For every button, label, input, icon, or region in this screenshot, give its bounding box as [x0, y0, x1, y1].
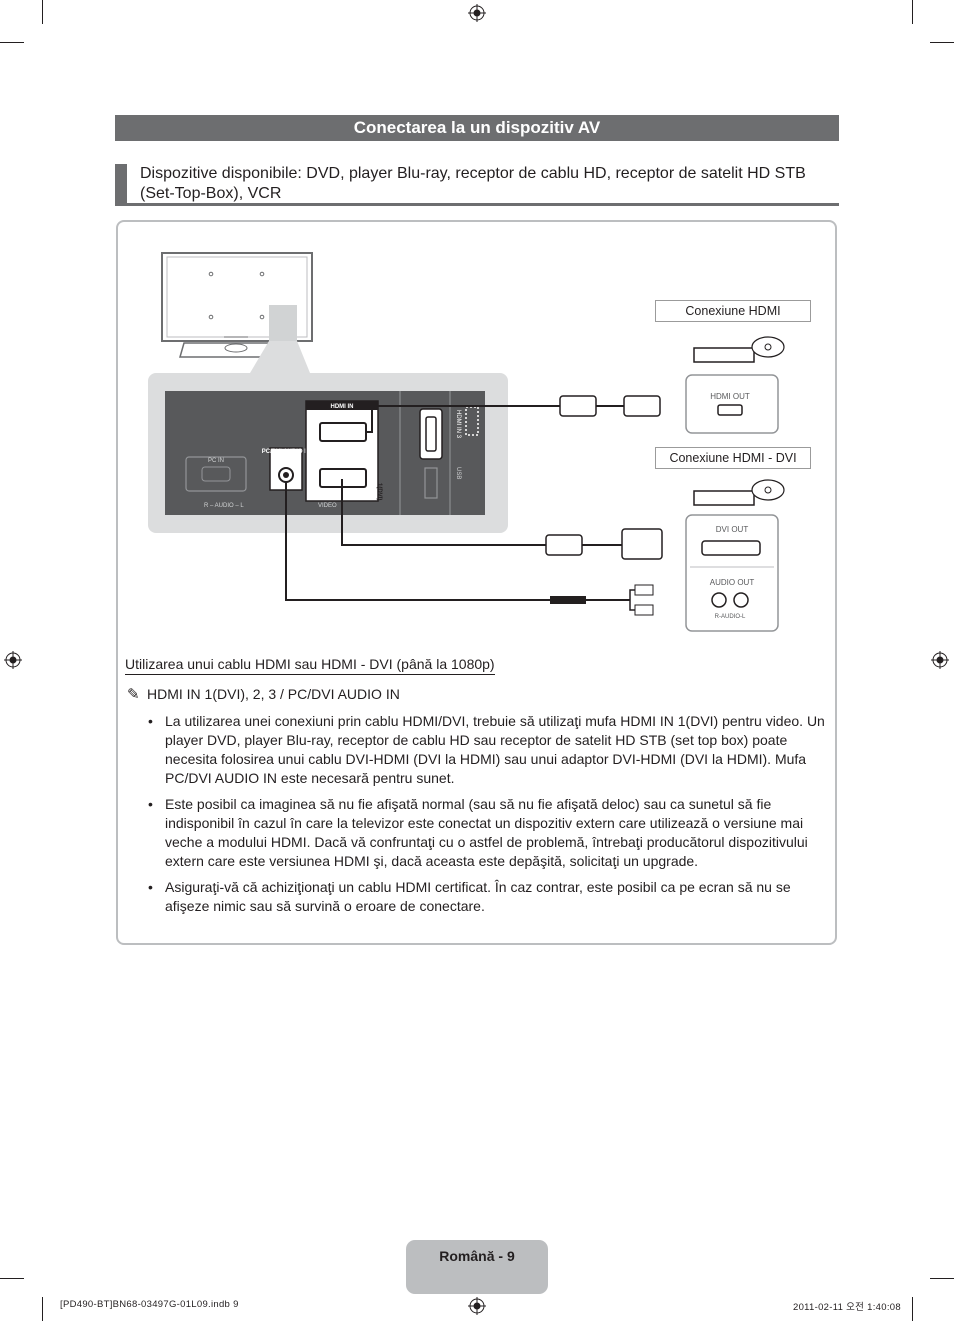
note-text: HDMI IN 1(DVI), 2, 3 / PC/DVI AUDIO IN	[147, 686, 400, 702]
bullet-text: La utilizarea unei conexiuni prin cablu …	[165, 713, 621, 729]
diagram-shape	[208, 271, 214, 277]
crop-mark	[42, 0, 43, 24]
crop-mark	[0, 1278, 24, 1279]
page-label: Română - 9	[439, 1248, 515, 1264]
pencil-note-icon: ✎	[127, 686, 140, 703]
diagram-shape	[685, 514, 779, 632]
crop-mark	[42, 1297, 43, 1321]
pc-in-label: PC IN	[208, 458, 224, 464]
available-devices-heading: Dispozitive disponibile: DVD, player Blu…	[115, 164, 839, 206]
bullet-icon: •	[148, 796, 153, 812]
usage-title: Utilizarea unui cablu HDMI sau HDMI - DV…	[125, 655, 495, 675]
registration-mark-icon	[931, 651, 949, 669]
crop-mark	[912, 0, 913, 24]
diagram-shape	[764, 343, 772, 351]
bullet-icon: •	[148, 713, 153, 729]
diagram-shape	[711, 592, 727, 608]
connection-diagram: PC IN R – AUDIO – L VIDEO PC/DVI AUDIO I…	[148, 252, 785, 632]
diagram-shape	[285, 481, 550, 601]
crop-mark	[0, 42, 24, 43]
diagram-shape	[685, 374, 779, 434]
pc-dvi-audio-in-label: PC/DVI AUDIO IN	[262, 449, 310, 455]
diagram-shape	[621, 528, 663, 560]
diagram-shape	[425, 416, 437, 452]
diagram-shape	[424, 467, 438, 499]
dvd-player-icon	[693, 479, 785, 506]
diagram-shape	[259, 314, 265, 320]
hdmi-out-label: HDMI OUT	[710, 392, 750, 401]
bullet-text: Este posibil ca imaginea să nu fie afişa…	[165, 796, 808, 869]
diagram-shape	[185, 456, 247, 492]
diagram-shape	[250, 341, 310, 373]
diagram-shape	[259, 271, 265, 277]
diagram-shape	[634, 604, 654, 616]
bullet-icon: •	[148, 879, 153, 895]
bullet-emphasis: PC/DVI AUDIO IN	[165, 770, 278, 786]
section-title: Conectarea la un dispozitiv AV	[115, 115, 839, 141]
r-audio-l-label: R-AUDIO-L	[715, 614, 746, 620]
diagram-shape	[634, 584, 654, 596]
crop-mark	[930, 1278, 954, 1279]
diagram-shape	[283, 472, 289, 478]
video-label: VIDEO	[318, 503, 337, 509]
diagram-shape	[559, 395, 597, 417]
list-item: • Asiguraţi-vă că achiziţionaţi un cablu…	[148, 878, 828, 916]
diagram-shape	[693, 347, 755, 363]
diagram-shape	[751, 479, 785, 501]
audio-out-label: AUDIO OUT	[710, 578, 755, 587]
diagram-shape	[341, 479, 560, 546]
hdmi-in-3-label: HDMI IN 3	[455, 410, 461, 439]
dvd-player-icon	[693, 336, 785, 363]
hdmi-dvi-connection-label: Conexiune HDMI - DVI	[655, 447, 811, 469]
tv-back-icon	[161, 252, 313, 358]
bullet-text: pentru video. Un player DVD, player Blu-…	[165, 713, 825, 767]
list-item: • La utilizarea unei conexiuni prin cabl…	[148, 712, 828, 788]
diagram-shape	[701, 540, 761, 556]
note-line: ✎ HDMI IN 1(DVI), 2, 3 / PC/DVI AUDIO IN	[127, 685, 400, 704]
diagram-shape	[733, 592, 749, 608]
diagram-shape	[208, 314, 214, 320]
print-timestamp: 2011-02-11 오전 1:40:08	[793, 1302, 901, 1313]
hdmi-in-label: HDMI IN	[331, 404, 354, 410]
bullet-emphasis: HDMI IN 1(DVI)	[620, 713, 719, 729]
diagram-shape	[366, 405, 560, 433]
registration-mark-icon	[4, 651, 22, 669]
page-number-tab: Română - 9	[406, 1240, 548, 1294]
file-info: [PD490-BT]BN68-03497G-01L09.indb 9	[60, 1299, 239, 1310]
dvi-1-label: 1(DVI)	[376, 483, 382, 500]
registration-mark-icon	[468, 1297, 486, 1315]
usb-label: USB	[455, 467, 461, 479]
crop-mark	[912, 1297, 913, 1321]
registration-mark-icon	[468, 4, 486, 22]
diagram-shape	[717, 404, 743, 416]
bullet-text: Asiguraţi-vă că achiziţionaţi un cablu H…	[165, 879, 791, 914]
audio-rl-label: R – AUDIO – L	[204, 503, 244, 509]
diagram-shape	[693, 490, 755, 506]
diagram-shape	[764, 486, 772, 494]
bullet-text: este necesară pentru sunet.	[277, 770, 455, 786]
list-item: • Este posibil ca imaginea să nu fie afi…	[148, 795, 828, 871]
diagram-shape	[751, 336, 785, 358]
diagram-shape	[306, 401, 378, 410]
diagram-shape	[269, 305, 297, 341]
available-devices-text: Dispozitive disponibile: DVD, player Blu…	[140, 165, 806, 202]
crop-mark	[930, 42, 954, 43]
diagram-shape	[550, 596, 586, 604]
diagram-shape	[224, 343, 248, 353]
hdmi-connection-label: Conexiune HDMI	[655, 300, 811, 322]
dvi-out-label: DVI OUT	[716, 525, 749, 534]
bullet-list: • La utilizarea unei conexiuni prin cabl…	[148, 712, 828, 923]
diagram-shape	[545, 534, 583, 556]
diagram-shape	[623, 395, 661, 417]
content-panel	[116, 220, 837, 945]
diagram-shape	[201, 466, 231, 482]
